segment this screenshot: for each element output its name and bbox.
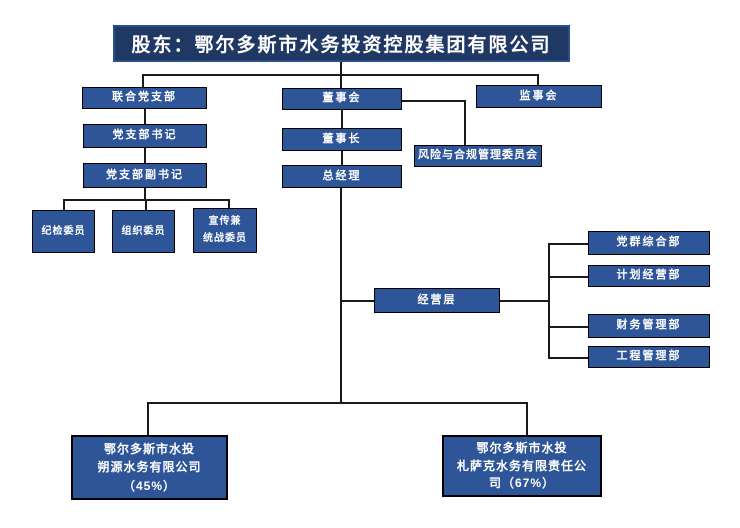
node-engineering-management-dept: 工程管理部 xyxy=(588,346,710,368)
node-management-level: 经营层 xyxy=(374,288,500,313)
connector-secretary-to-deputy xyxy=(144,148,146,163)
connector-board-to-risk xyxy=(402,100,464,102)
connector-branch-party-general xyxy=(548,243,588,245)
shareholder-title-box: 股东：鄂尔多斯市水务投资控股集团有限公司 xyxy=(113,25,570,62)
node-party-mass-general-dept: 党群综合部 xyxy=(588,231,710,255)
node-board-of-supervisors: 监事会 xyxy=(476,85,602,108)
connector-drop-supervisors xyxy=(537,74,539,85)
connector-gm-main-trunk xyxy=(340,188,342,402)
connector-drop-party-branch xyxy=(142,74,144,87)
connector-top-horizontal xyxy=(142,74,537,76)
connector-trunk-to-management xyxy=(340,300,374,302)
node-chairman: 董事长 xyxy=(282,128,402,151)
node-label-line: 朔源水务有限公司 xyxy=(97,460,202,475)
shareholder-title-label: 股东：鄂尔多斯市水务投资控股集团有限公司 xyxy=(131,35,552,56)
connector-board-to-chairman xyxy=(341,110,343,128)
node-discipline-commissioner: 纪检委员 xyxy=(32,210,95,253)
connector-management-to-depts xyxy=(500,300,548,302)
node-board-of-directors: 董事会 xyxy=(282,88,402,110)
connector-branch-engineering xyxy=(548,357,588,359)
node-label-line: 鄂尔多斯市水投 xyxy=(476,441,568,456)
connector-drop-subsidiary-zhasake xyxy=(526,402,528,435)
connector-party-to-secretary xyxy=(144,109,146,124)
connector-branch-finance xyxy=(548,326,588,328)
connector-subsidiaries-horizontal xyxy=(147,402,527,404)
connector-drop-publicity xyxy=(228,199,230,208)
node-party-branch-deputy-secretary: 党支部副书记 xyxy=(83,163,207,188)
node-label-line: 统战委员 xyxy=(203,233,247,244)
node-finance-management-dept: 财务管理部 xyxy=(588,314,710,338)
node-label-line: 鄂尔多斯市水投 xyxy=(103,441,195,456)
node-label-line: （45%） xyxy=(122,478,177,493)
node-joint-party-branch: 联合党支部 xyxy=(82,87,207,109)
node-label-line: 司（67%） xyxy=(488,476,556,491)
node-subsidiary-shuoyuan-water: 鄂尔多斯市水投 朔源水务有限公司 （45%） xyxy=(71,435,228,500)
node-label-line: 札萨克水务有限责任公 xyxy=(456,458,587,473)
node-general-manager: 总经理 xyxy=(282,165,402,188)
connector-drop-subsidiary-shuoyuan xyxy=(147,402,149,435)
node-party-branch-secretary: 党支部书记 xyxy=(83,124,207,148)
node-organization-commissioner: 组织委员 xyxy=(112,210,175,253)
connector-branch-planning xyxy=(548,276,588,278)
connector-chairman-to-gm xyxy=(341,151,343,165)
connector-deputy-to-members xyxy=(144,188,146,199)
node-risk-compliance-committee: 风险与合规管理委员会 xyxy=(414,145,542,167)
connector-drop-organization xyxy=(145,199,147,210)
connector-risk-drop xyxy=(464,100,466,145)
node-subsidiary-zhasake-water: 鄂尔多斯市水投 札萨克水务有限责任公 司（67%） xyxy=(442,435,602,497)
node-label-line: 宣传兼 xyxy=(208,216,242,227)
node-publicity-united-front-commissioner: 宣传兼 统战委员 xyxy=(193,208,257,253)
connector-drop-discipline xyxy=(63,199,65,210)
node-planning-operations-dept: 计划经营部 xyxy=(588,265,710,287)
connector-dept-trunk xyxy=(548,243,550,357)
